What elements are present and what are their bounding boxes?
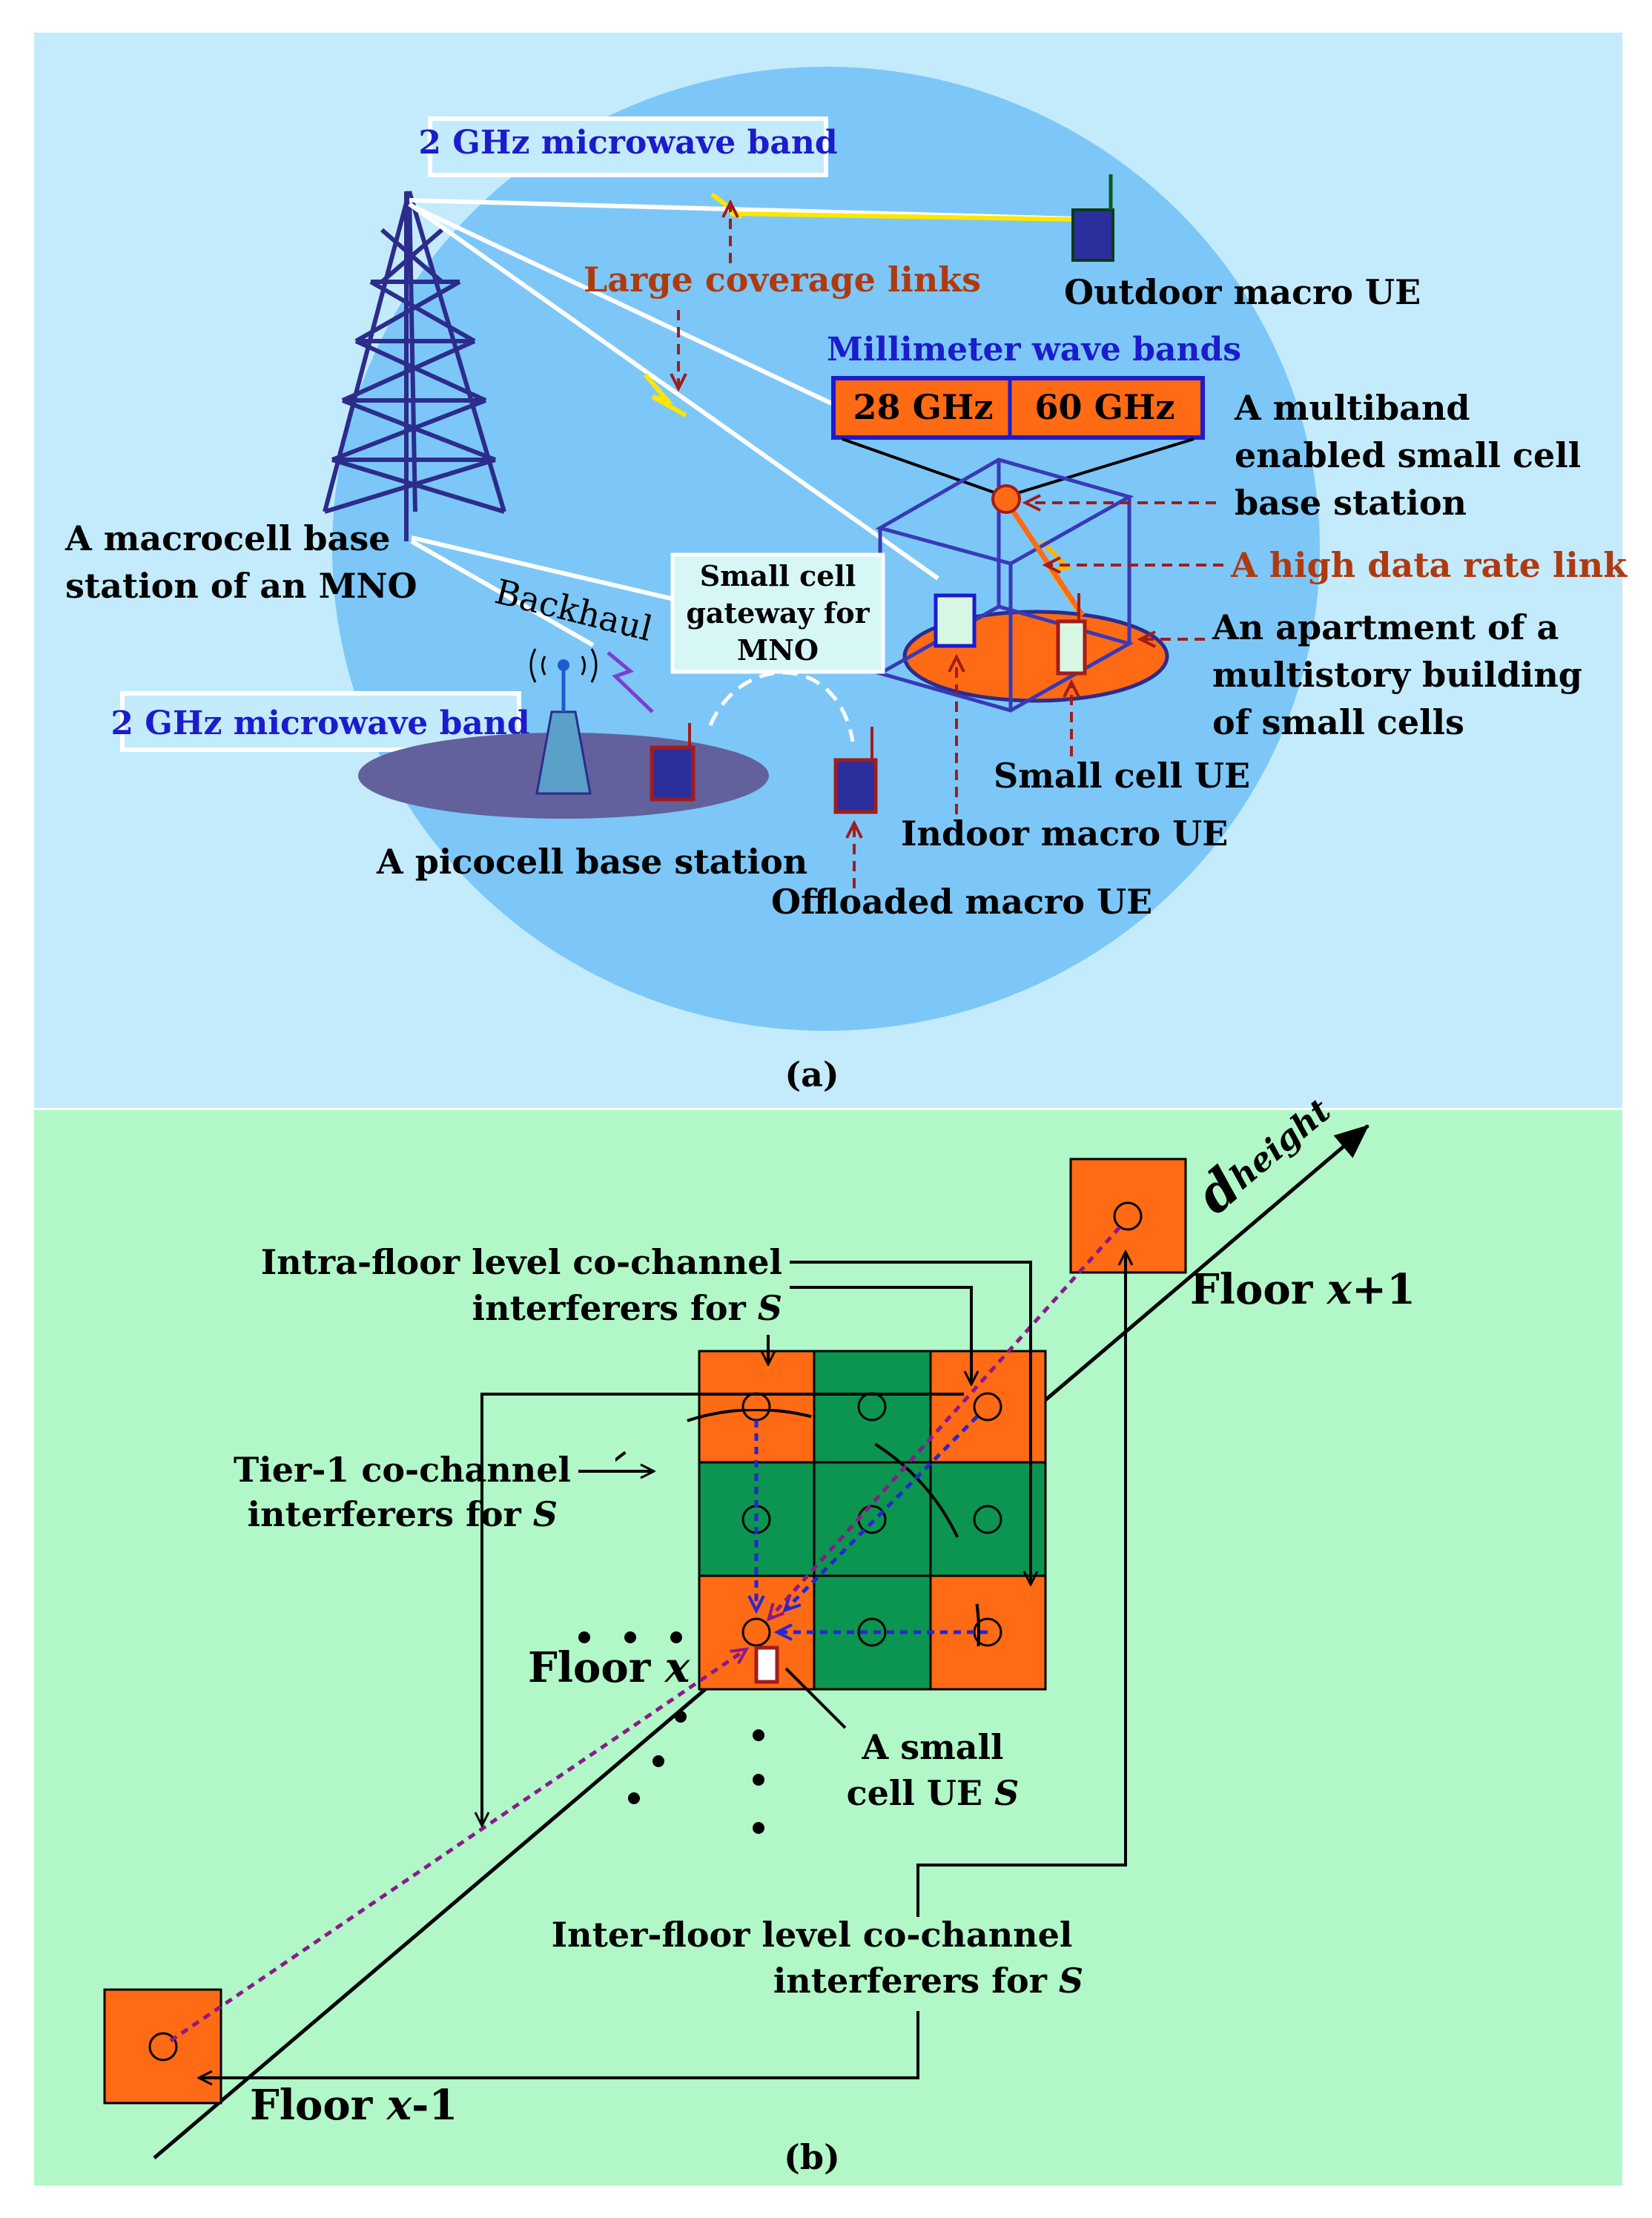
floor-plus-1-label: Floor x+1	[1190, 1265, 1415, 1314]
tier-bracket	[482, 1393, 964, 1824]
mmwave-title: Millimeter wave bands	[827, 331, 1241, 369]
floor-plus-1-bs	[1113, 1201, 1143, 1231]
high-rate-label: A high data rate link	[1230, 545, 1628, 585]
ue-s-pointer	[784, 1667, 847, 1729]
outdoor-ue-label: Outdoor macro UE	[1064, 272, 1421, 312]
pico-bs-label: A picocell base station	[376, 842, 807, 882]
floor-minus-1-square	[103, 1988, 222, 2105]
intra-bracket-right	[790, 1261, 1031, 1583]
band-left-label: 2 GHz microwave band	[110, 704, 529, 742]
band-top-label: 2 GHz microwave band	[418, 124, 837, 162]
grid-cell-r2c3	[929, 1461, 1047, 1577]
small-cell-ue-s-icon	[754, 1646, 779, 1684]
tier-label-2: interferers for S	[248, 1494, 558, 1534]
floor-minus-1-bs	[148, 2032, 178, 2062]
inter-label-2: interferers for S	[773, 1961, 1083, 2001]
apartment-label-3: of small cells	[1212, 702, 1464, 742]
indoor-ue-label: Indoor macro UE	[901, 813, 1228, 854]
inter-bracket-down	[200, 2011, 919, 2078]
gateway-label-2: gateway for	[686, 596, 870, 630]
inter-bracket-up	[916, 1253, 1126, 1917]
grid-cell-r3c3	[929, 1574, 1047, 1691]
mmwave-connector-left	[842, 438, 1003, 497]
macro-bs-label-1: A macrocell base	[65, 518, 390, 558]
ue-s-label-2: cell UE S	[847, 1773, 1020, 1813]
mmwave-band-box	[831, 376, 1205, 440]
inter-label-1: Inter-floor level co-channel	[552, 1915, 1073, 1955]
band-top-box	[428, 116, 828, 177]
panel-a-caption: (a)	[784, 1054, 839, 1095]
offload-arc	[708, 670, 855, 742]
panel-b: dheight	[34, 1092, 1622, 2185]
grid-cell-r1c3	[929, 1350, 1047, 1464]
large-coverage-label: Large coverage links	[584, 260, 981, 300]
pico-ue-icon	[650, 745, 696, 802]
picocell-bs-icon	[535, 710, 592, 795]
offloaded-ue-label: Offloaded macro UE	[771, 882, 1152, 922]
gateway-box	[670, 552, 885, 674]
grid-cell-r1c2	[813, 1350, 932, 1464]
inter-interf-arrow-up	[770, 1226, 1121, 1618]
tier-label-1: Tier-1 co-channel	[234, 1450, 571, 1490]
band-28-label: 28 GHz	[853, 387, 994, 427]
mmwave-connector-right	[1009, 438, 1195, 497]
floor-plus-1-square	[1069, 1158, 1187, 1274]
band-60-label: 60 GHz	[1035, 387, 1175, 427]
gateway-label-3: MNO	[737, 633, 819, 667]
indoor-macro-ue-icon	[934, 593, 977, 648]
grid-cell-r1c1	[698, 1350, 816, 1464]
macro-bs-label-2: station of an MNO	[65, 566, 417, 606]
apartment-label-1: An apartment of a	[1212, 607, 1559, 647]
apartment-label-2: multistory building	[1212, 655, 1582, 695]
intra-label-2: interferers for S	[472, 1288, 782, 1328]
picocell-signal-icon	[529, 648, 598, 683]
multiband-label-1: A multiband	[1234, 388, 1470, 428]
macrocell-tower-icon	[323, 191, 506, 541]
intra-bracket-mid	[790, 1286, 971, 1383]
outdoor-macro-ue-icon	[1071, 174, 1114, 262]
panel-a: 2 GHz microwave band Large coverage link…	[34, 33, 1628, 1108]
gateway-label-1: Small cell	[700, 559, 856, 593]
multiband-label-3: base station	[1235, 483, 1467, 523]
inter-interf-arrow-down	[169, 1650, 745, 2043]
ue-s-label-1: A small	[861, 1727, 1003, 1767]
small-cell-ue-label: Small cell UE	[994, 756, 1250, 796]
tier-1-circle	[615, 1409, 980, 1646]
multiband-label-2: enabled small cell	[1235, 435, 1581, 475]
grid-cell-r2c2	[813, 1461, 932, 1577]
small-cell-ue-icon	[1056, 619, 1087, 676]
picocell-antenna-tip	[558, 659, 569, 671]
ellipsis-dots	[578, 1631, 764, 1834]
grid-cell-r3c2	[813, 1574, 932, 1691]
intra-interf-arrow-3	[786, 1415, 979, 1609]
floor-x-label: Floor x	[528, 1643, 690, 1692]
small-cell-bs-icon	[991, 484, 1021, 514]
grid-base-stations	[741, 1392, 1002, 1647]
offloaded-ue-icon	[833, 758, 878, 814]
floor-minus-1-label: Floor x-1	[250, 2081, 457, 2130]
panel-b-caption: (b)	[784, 2137, 840, 2177]
intra-label-1: Intra-floor level co-channel	[261, 1242, 782, 1282]
